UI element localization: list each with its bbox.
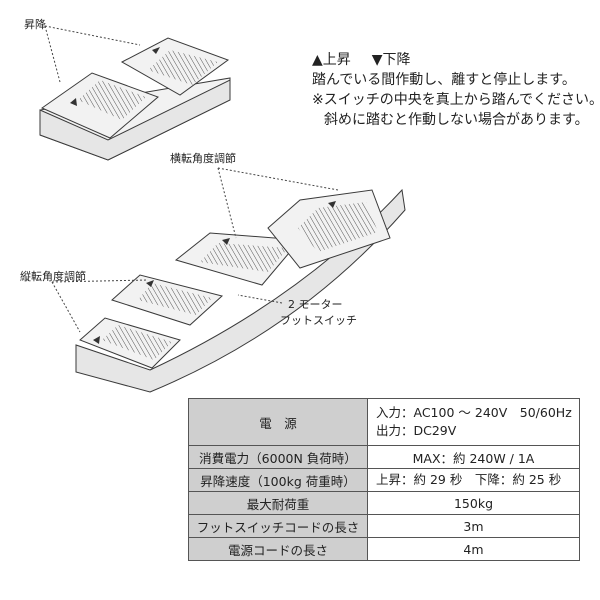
spec-value-footcord: 3m [367, 514, 580, 538]
table-row: 昇降速度（100kg 荷重時） 上昇：約 29 秒 下降：約 25 秒 [188, 468, 580, 492]
power-output: 出力：DC29V [376, 423, 457, 438]
arrow-up-icon [70, 98, 77, 106]
spec-table: 電 源 入力：AC100 ～ 240V 50/60Hz 出力：DC29V 消費電… [188, 398, 580, 561]
label-vertical-tilt: 縦転角度調節 [20, 270, 86, 283]
table-row: 最大耐荷重 150kg [188, 491, 580, 515]
two-pedal-switch [39, 37, 231, 161]
label-lift: 昇降 [24, 18, 46, 31]
table-row: フットスイッチコードの長さ 3m [188, 514, 580, 538]
direction-legend: ▲上昇 ▼下降 [312, 50, 592, 70]
power-input: 入力：AC100 ～ 240V 50/60Hz [376, 405, 572, 420]
arrow-up-icon [152, 47, 160, 54]
note-line-2: ※スイッチの中央を真上から踏んでください。 [312, 92, 600, 108]
pedal-up-right [120, 37, 230, 96]
pedal-vertical-up [111, 274, 224, 326]
pedal-horizontal-down [267, 189, 391, 269]
spec-key-speed: 昇降速度（100kg 荷重時） [188, 468, 368, 492]
arrow-up-icon [146, 280, 154, 287]
spec-value-consumption: MAX：約 240W / 1A [367, 445, 580, 469]
spec-value-speed: 上昇：約 29 秒 下降：約 25 秒 [367, 468, 580, 492]
legend-down: ▼下降 [371, 52, 411, 68]
four-pedal-switch [75, 188, 406, 393]
spec-value-powercord: 4m [367, 537, 580, 561]
spec-value-power: 入力：AC100 ～ 240V 50/60Hz 出力：DC29V [367, 398, 580, 446]
usage-notes: ▲上昇 ▼下降 踏んでいる間作動し、離すと停止します。 ※スイッチの中央を真上か… [312, 50, 600, 130]
table-row: 電源コードの長さ 4m [188, 537, 580, 561]
pedal-vertical-down [79, 317, 181, 369]
spec-key-footcord: フットスイッチコードの長さ [188, 514, 368, 538]
arrow-down-icon [328, 201, 336, 208]
arrow-down-icon [93, 336, 100, 344]
legend-up: ▲上昇 [312, 52, 351, 68]
spec-key-power: 電 源 [188, 398, 368, 446]
note-line-1: 踏んでいる間作動し、離すと停止します。 [312, 72, 576, 88]
label-motor-line1: 2 モーター [288, 298, 343, 311]
table-row: 電 源 入力：AC100 ～ 240V 50/60Hz 出力：DC29V [188, 398, 580, 446]
table-row: 消費電力（6000N 負荷時） MAX：約 240W / 1A [188, 445, 580, 469]
arrow-up-icon [222, 238, 230, 245]
label-horizontal-tilt: 横転角度調節 [170, 152, 236, 165]
footswitch-illustration [39, 25, 406, 393]
spec-value-load: 150kg [367, 491, 580, 515]
spec-key-load: 最大耐荷重 [188, 491, 368, 515]
label-motor-line2: フットスイッチ [280, 314, 357, 327]
spec-key-consumption: 消費電力（6000N 負荷時） [188, 445, 368, 469]
note-line-3: 斜めに踏むと作動しない場合があります。 [324, 112, 589, 128]
pedal-down-left [40, 72, 159, 139]
spec-key-powercord: 電源コードの長さ [188, 537, 368, 561]
